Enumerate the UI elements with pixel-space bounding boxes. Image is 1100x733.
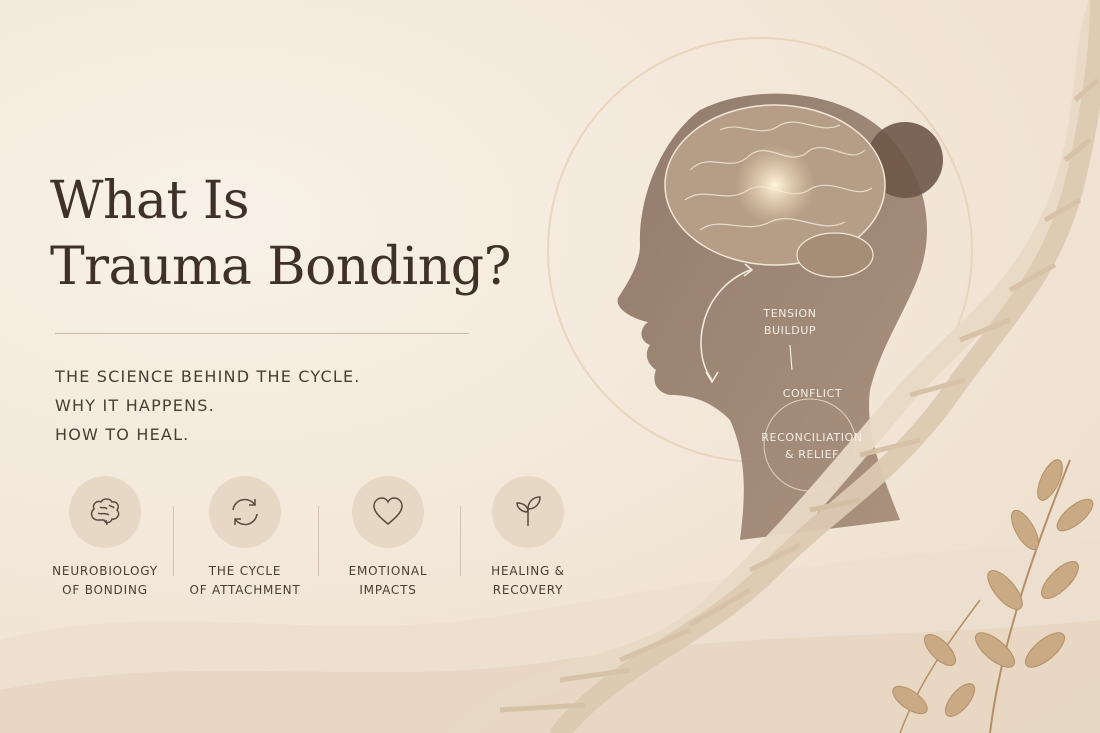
- cycle-arrows-icon: [232, 498, 258, 526]
- feature-label-line: HEALING &: [491, 564, 565, 578]
- feature-icon-circle: [69, 476, 141, 548]
- title-line-2: Trauma Bonding?: [50, 237, 511, 297]
- feature-label-line: OF BONDING: [62, 583, 148, 597]
- feature-label-line: RECOVERY: [492, 583, 564, 597]
- cycle-label-tension: TENSION BUILDUP: [750, 305, 830, 339]
- feature-icon-circle: [492, 476, 564, 548]
- cycle-label-line: BUILDUP: [763, 324, 817, 337]
- cycle-label-reconciliation: RECONCILIATION & RELIEF: [752, 429, 872, 463]
- dna-helix: [449, 0, 1100, 733]
- cycle-label-conflict: CONFLICT: [770, 385, 855, 402]
- feature-emotional: EMOTIONAL IMPACTS: [313, 476, 463, 600]
- title-line-1: What Is: [50, 171, 250, 231]
- sprout-icon: [516, 496, 541, 526]
- subtitle-line: HOW TO HEAL.: [55, 425, 190, 444]
- subtitle-line: WHY IT HAPPENS.: [55, 396, 215, 415]
- feature-separator: [173, 506, 174, 576]
- feature-label-line: EMOTIONAL: [348, 564, 428, 578]
- page-title: What Is Trauma Bonding?: [50, 168, 511, 300]
- divider: [55, 333, 469, 334]
- feature-label: THE CYCLE OF ATTACHMENT: [170, 562, 320, 600]
- cycle-label-line: & RELIEF: [784, 448, 840, 461]
- cycle-label-line: TENSION: [763, 307, 817, 320]
- cycle-label-line: CONFLICT: [782, 387, 843, 400]
- subtitle-list: THE SCIENCE BEHIND THE CYCLE. WHY IT HAP…: [55, 362, 361, 449]
- cerebellum: [796, 232, 874, 278]
- feature-healing: HEALING & RECOVERY: [453, 476, 603, 600]
- feature-row: NEUROBIOLOGY OF BONDING THE CYCLE OF ATT…: [30, 476, 600, 606]
- subtitle-line: THE SCIENCE BEHIND THE CYCLE.: [55, 367, 361, 386]
- hair-bun: [867, 122, 943, 198]
- feature-neurobiology: NEUROBIOLOGY OF BONDING: [30, 476, 180, 600]
- brain-icon: [90, 498, 120, 526]
- feature-label-line: NEUROBIOLOGY: [52, 564, 158, 578]
- cycle-arrow-left: [700, 269, 751, 381]
- feature-label: HEALING & RECOVERY: [453, 562, 603, 600]
- feature-label-line: THE CYCLE: [208, 564, 282, 578]
- feature-label-line: OF ATTACHMENT: [189, 583, 301, 597]
- feature-label: EMOTIONAL IMPACTS: [313, 562, 463, 600]
- brain-glow: [735, 145, 815, 225]
- feature-label: NEUROBIOLOGY OF BONDING: [30, 562, 180, 600]
- feature-separator: [460, 506, 461, 576]
- feature-cycle: THE CYCLE OF ATTACHMENT: [170, 476, 320, 600]
- feature-label-line: IMPACTS: [359, 583, 417, 597]
- feature-icon-circle: [209, 476, 281, 548]
- leaf-branch: [892, 459, 1094, 733]
- heart-icon: [373, 497, 403, 525]
- feature-icon-circle: [352, 476, 424, 548]
- cycle-label-line: RECONCILIATION: [761, 431, 863, 444]
- feature-separator: [318, 506, 319, 576]
